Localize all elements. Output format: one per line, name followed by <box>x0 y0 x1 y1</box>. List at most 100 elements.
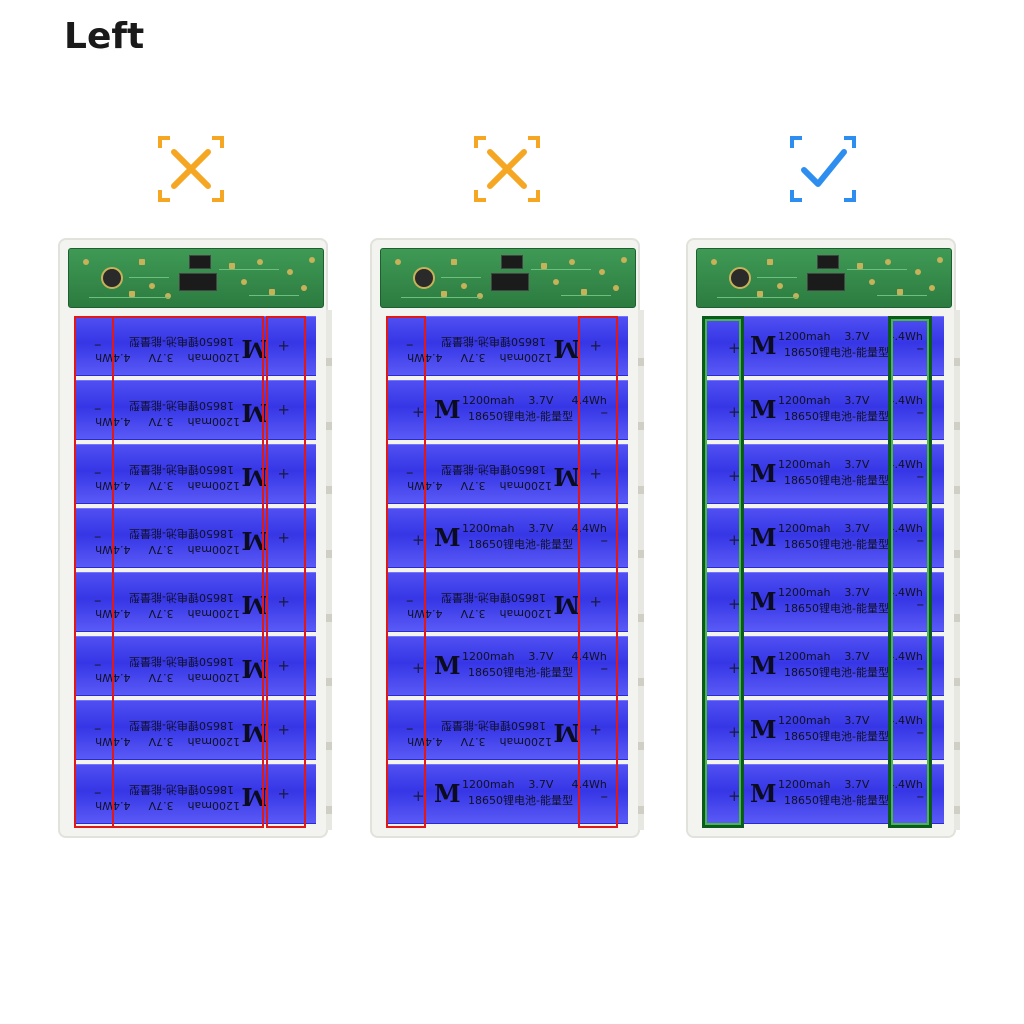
battery-capacity: 1200mah <box>778 458 831 471</box>
solder-pad <box>937 257 943 263</box>
positive-terminal: + <box>728 339 741 357</box>
display-chip <box>817 255 839 269</box>
brand-logo: M <box>750 459 777 488</box>
battery-voltage: 3.7V <box>844 458 870 471</box>
solder-pad <box>451 259 457 265</box>
pcb-trace <box>89 297 169 298</box>
battery-energy: 4.4Wh <box>887 522 923 535</box>
battery-voltage: 3.7V <box>460 607 486 620</box>
brand-logo: M <box>750 651 777 680</box>
inductor <box>101 267 123 289</box>
side-rail <box>638 310 644 830</box>
negative-terminal: – <box>916 723 925 741</box>
negative-terminal: – <box>916 787 925 805</box>
battery-energy: 4.4Wh <box>887 586 923 599</box>
pcb-trace <box>877 295 927 296</box>
battery-model: 18650锂电池-能量型 <box>784 410 889 423</box>
battery-model: 18650锂电池-能量型 <box>468 410 573 423</box>
solder-pad <box>757 291 763 297</box>
battery-capacity: 1200mah <box>778 714 831 727</box>
battery-voltage: 3.7V <box>528 522 554 535</box>
battery-voltage: 3.7V <box>844 586 870 599</box>
battery-voltage: 3.7V <box>844 714 870 727</box>
battery-model: 18650锂电池-能量型 <box>784 346 889 359</box>
circuit-board <box>696 248 952 308</box>
battery-energy: 4.4Wh <box>887 458 923 471</box>
brand-logo: M <box>553 590 580 619</box>
solder-pad <box>621 257 627 263</box>
battery-voltage: 3.7V <box>844 778 870 791</box>
correct-terminal-frame <box>702 316 744 828</box>
negative-terminal: – <box>600 659 609 677</box>
positive-terminal: + <box>412 531 425 549</box>
solder-pad <box>777 283 783 289</box>
solder-pad <box>139 259 145 265</box>
brand-logo: M <box>750 331 777 360</box>
battery-capacity: 1200mah <box>462 650 515 663</box>
battery-capacity: 1200mah <box>778 586 831 599</box>
battery-voltage: 3.7V <box>844 522 870 535</box>
positive-terminal: + <box>728 659 741 677</box>
solder-pad <box>599 269 605 275</box>
negative-terminal: – <box>916 659 925 677</box>
battery-capacity: 1200mah <box>499 607 552 620</box>
negative-terminal: – <box>916 403 925 421</box>
battery-spec-line: 1200mah3.7V4.4Wh <box>407 351 552 364</box>
battery-voltage: 3.7V <box>844 650 870 663</box>
battery-spec-line: 1200mah 3.7V 4.4Wh <box>462 522 607 535</box>
solder-pad <box>569 259 575 265</box>
solder-pad <box>477 293 483 299</box>
battery-model: 18650锂电池-能量型 <box>441 335 546 348</box>
solder-pad <box>767 259 773 265</box>
battery-voltage: 3.7V <box>528 394 554 407</box>
circuit-board <box>380 248 636 308</box>
negative-terminal: – <box>600 531 609 549</box>
wrong-terminal-frame <box>112 316 264 828</box>
solder-pad <box>613 285 619 291</box>
solder-pad <box>461 283 467 289</box>
controller-chip <box>807 273 845 291</box>
solder-pad <box>897 289 903 295</box>
negative-terminal: – <box>916 339 925 357</box>
solder-pad <box>581 289 587 295</box>
solder-pad <box>287 269 293 275</box>
solder-pad <box>395 259 401 265</box>
pcb-trace <box>441 277 481 278</box>
solder-pad <box>541 263 547 269</box>
battery-voltage: 3.7V <box>460 735 486 748</box>
brand-logo: M <box>553 462 580 491</box>
negative-terminal: – <box>916 531 925 549</box>
display-chip <box>189 255 211 269</box>
battery-energy: 4.4Wh <box>571 394 607 407</box>
battery-energy: 4.4Wh <box>571 650 607 663</box>
solder-pad <box>165 293 171 299</box>
brand-logo: M <box>553 718 580 747</box>
controller-chip <box>179 273 217 291</box>
battery-model: 18650锂电池-能量型 <box>468 794 573 807</box>
battery-model: 18650锂电池-能量型 <box>784 794 889 807</box>
battery-model: 18650锂电池-能量型 <box>784 474 889 487</box>
battery-energy: 4.4Wh <box>887 714 923 727</box>
positive-terminal: + <box>412 403 425 421</box>
battery-capacity: 1200mah <box>462 522 515 535</box>
battery-energy: 4.4Wh <box>571 522 607 535</box>
